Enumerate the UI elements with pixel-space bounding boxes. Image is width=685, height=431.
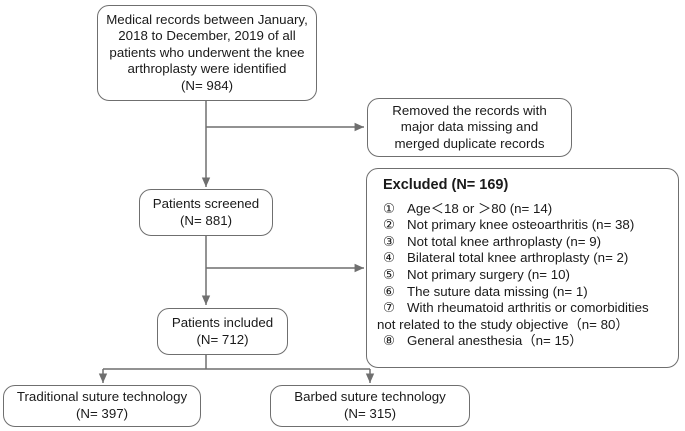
item-text: With rheumatoid arthritis or comorbiditi… [407,300,649,316]
excluded-item: ⑦ With rheumatoid arthritis or comorbidi… [383,300,678,317]
item-number: ⑦ [383,300,395,316]
item-text: Age＜18 or ＞80 (n= 14) [407,200,553,216]
excluded-item: ② Not primary knee osteoarthritis (n= 38… [383,217,678,234]
identified-records-box: Medical records between January, 2018 to… [97,5,317,101]
screened-label: Patients screened [152,195,260,211]
item-text: not related to the study objective（n= 80… [377,316,629,332]
excluded-item: ⑧ General anesthesia（n= 15） [383,333,678,350]
item-number: ③ [383,233,395,249]
item-number: ⑤ [383,266,395,282]
item-text: Bilateral total knee arthroplasty (n= 2) [407,250,629,266]
identified-line: Medical records between January, [106,11,308,27]
item-number: ⑥ [383,283,395,299]
excluded-box: Excluded (N= 169) ① Age＜18 or ＞80 (n= 14… [366,168,679,368]
identified-count: (N= 984) [180,77,234,93]
barbed-suture-box: Barbed suture technology (N= 315) [270,385,470,427]
screened-count: (N= 881) [179,212,233,228]
removed-records-box: Removed the records with major data miss… [367,98,572,157]
item-text: Not total knee arthroplasty (n= 9) [407,233,602,249]
patients-included-box: Patients included (N= 712) [157,308,288,355]
item-text: Not primary surgery (n= 10) [407,266,570,282]
identified-line: arthroplasty were identified [127,61,287,77]
removed-line: merged duplicate records [394,135,545,151]
excluded-title: Excluded (N= 169) [383,177,509,193]
excluded-item: ⑥ The suture data missing (n= 1) [383,284,678,301]
traditional-count: (N= 397) [75,406,129,421]
item-number: ⑧ [383,333,395,349]
item-text: General anesthesia（n= 15） [407,333,583,349]
excluded-item: ⑤ Not primary surgery (n= 10) [383,267,678,284]
item-text: The suture data missing (n= 1) [407,283,588,299]
item-number: ② [383,217,395,233]
traditional-label: Traditional suture technology [16,389,188,405]
item-number: ④ [383,250,395,266]
traditional-suture-box: Traditional suture technology (N= 397) [3,385,201,427]
patients-screened-box: Patients screened (N= 881) [139,189,273,236]
excluded-item-continuation: not related to the study objective（n= 80… [377,317,678,334]
excluded-item: ① Age＜18 or ＞80 (n= 14) [383,201,678,218]
excluded-item: ③ Not total knee arthroplasty (n= 9) [383,234,678,251]
excluded-item: ④ Bilateral total knee arthroplasty (n= … [383,250,678,267]
identified-line: patients who underwent the knee [109,44,305,60]
included-count: (N= 712) [196,331,249,347]
removed-line: major data missing and [400,119,539,135]
barbed-count: (N= 315) [343,406,397,421]
removed-line: Removed the records with [392,102,547,118]
item-text: Not primary knee osteoarthritis (n= 38) [407,217,635,233]
barbed-label: Barbed suture technology [294,389,446,405]
identified-line: 2018 to December, 2019 of all [118,28,296,44]
item-number: ① [383,200,395,216]
included-label: Patients included [171,314,274,330]
